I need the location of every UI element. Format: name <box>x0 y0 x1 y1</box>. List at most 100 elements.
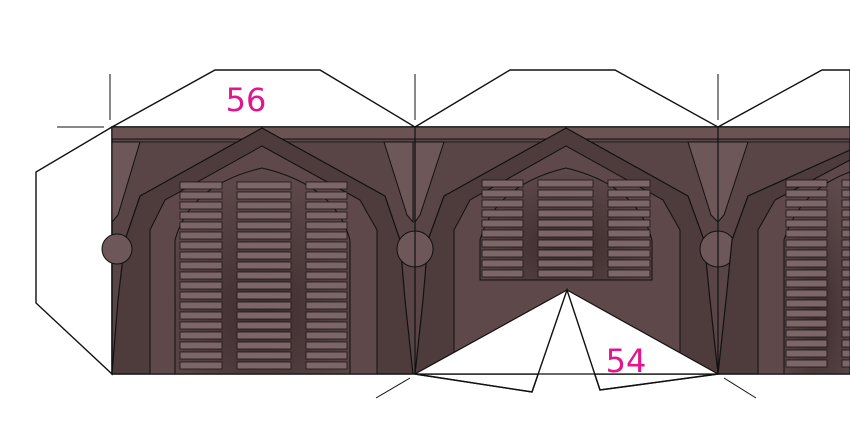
louvre-slat <box>785 239 828 248</box>
louvre-slat <box>179 271 223 280</box>
louvre-slat <box>481 269 524 278</box>
louvre-slat <box>841 179 850 188</box>
louvre-slat <box>785 349 828 358</box>
glue-tab-bottom-label: 54 <box>606 342 647 380</box>
louvre-slat <box>785 259 828 268</box>
cut-marks <box>57 74 757 399</box>
louvre-slat <box>607 249 651 258</box>
louvre-slat <box>841 279 850 288</box>
louvre-slat <box>841 309 850 318</box>
louvre-slat <box>236 361 292 370</box>
louvre-slat <box>236 311 292 320</box>
louvre-slat <box>305 311 348 320</box>
louvre-slat <box>841 269 850 278</box>
louvre-slat <box>481 189 524 198</box>
glue-tab-top-3 <box>717 69 850 128</box>
louvre-slat <box>305 271 348 280</box>
louvre-slat <box>236 181 292 190</box>
louvre-slat <box>537 229 594 238</box>
louvre-slat <box>305 191 348 200</box>
louvre-slat <box>607 199 651 208</box>
louvre-slat <box>481 239 524 248</box>
louvre-slat <box>841 239 850 248</box>
louvre-slat <box>179 221 223 230</box>
louvre-slat <box>179 321 223 330</box>
wall-panel-3 <box>717 141 850 375</box>
louvre-slat <box>236 241 292 250</box>
glue-tab-top-label: 56 <box>226 81 267 119</box>
louvre-slat <box>236 191 292 200</box>
louvre-slat <box>785 289 828 298</box>
louvre-slat <box>305 361 348 370</box>
louvre-slat <box>785 199 828 208</box>
louvre-slat <box>537 189 594 198</box>
louvre-slat <box>785 279 828 288</box>
louvre-slat <box>785 319 828 328</box>
louvre-slat <box>305 281 348 290</box>
louvre-slat <box>236 331 292 340</box>
louvre-slat <box>785 219 828 228</box>
louvre-slat <box>537 179 594 188</box>
wall-panel-2 <box>396 127 737 375</box>
glue-tab-top-2 <box>412 69 721 128</box>
cut-mark-diag-1 <box>375 377 411 399</box>
louvre-slat <box>179 291 223 300</box>
louvre-slat <box>305 331 348 340</box>
louvre-slat <box>481 199 524 208</box>
louvre-slat <box>179 191 223 200</box>
louvre-slat <box>236 221 292 230</box>
louvre-slat <box>841 339 850 348</box>
louvre-slat <box>841 249 850 258</box>
louvre-slat <box>607 229 651 238</box>
louvre-slat <box>481 229 524 238</box>
louvre-slat <box>179 361 223 370</box>
louvre-slat <box>785 209 828 218</box>
louvre-slat <box>785 329 828 338</box>
louvre-slat <box>607 269 651 278</box>
louvre-slat <box>841 189 850 198</box>
louvre-slat <box>305 201 348 210</box>
louvre-slat <box>785 189 828 198</box>
left-side-flap <box>35 125 113 376</box>
louvre-slat <box>481 209 524 218</box>
louvre-slat <box>841 259 850 268</box>
louvre-slat <box>179 211 223 220</box>
louvre-slat <box>607 189 651 198</box>
louvre-slat <box>785 229 828 238</box>
louvre-slat <box>305 241 348 250</box>
panel-2-louvres <box>481 179 651 278</box>
louvre-slat <box>841 359 850 368</box>
louvre-slat <box>537 239 594 248</box>
louvre-slat <box>607 219 651 228</box>
louvre-slat <box>785 179 828 188</box>
fold-lines <box>414 127 719 374</box>
louvre-slat <box>179 301 223 310</box>
cut-mark-diag-2 <box>723 377 757 399</box>
panel-1-corner-right <box>383 141 414 224</box>
louvre-slat <box>841 329 850 338</box>
louvre-slat <box>179 281 223 290</box>
louvre-slat <box>537 209 594 218</box>
louvre-slat <box>305 261 348 270</box>
louvre-slat <box>841 229 850 238</box>
louvre-slat <box>236 261 292 270</box>
louvre-slat <box>236 211 292 220</box>
louvre-slat <box>785 299 828 308</box>
louvre-slat <box>841 289 850 298</box>
glue-tab-bottom-sides <box>414 287 719 393</box>
glue-tab-bottom-cut <box>414 289 721 375</box>
louvre-slat <box>179 251 223 260</box>
louvre-slat <box>785 269 828 278</box>
louvre-slat <box>841 209 850 218</box>
louvre-slat <box>179 241 223 250</box>
louvre-slat <box>236 231 292 240</box>
panel-1-louvres <box>179 181 348 370</box>
louvre-slat <box>481 179 524 188</box>
wall-panel-1 <box>101 127 414 375</box>
louvre-slat <box>179 181 223 190</box>
louvre-slat <box>841 299 850 308</box>
louvre-slat <box>481 219 524 228</box>
louvre-slat <box>841 349 850 358</box>
louvre-slat <box>305 181 348 190</box>
louvre-slat <box>236 351 292 360</box>
